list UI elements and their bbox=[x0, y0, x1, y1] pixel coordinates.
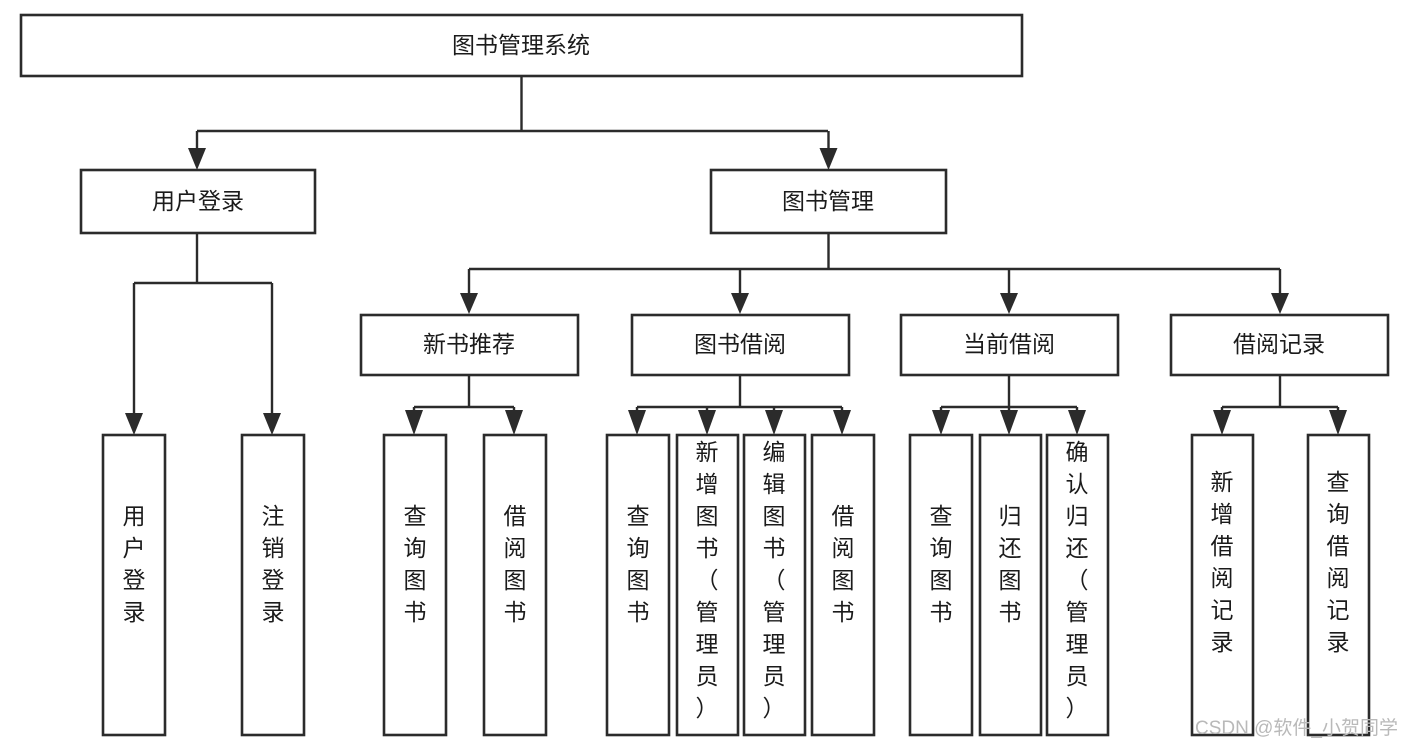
arrow-head-book-borrow bbox=[731, 293, 749, 314]
node-leaf-add-book-box[interactable] bbox=[675, 433, 740, 737]
node-leaf-borrow-book-1-box[interactable] bbox=[482, 433, 548, 737]
arrow-head-user-login bbox=[188, 148, 206, 170]
node-book-management[interactable]: 图书管理 bbox=[709, 168, 948, 235]
node-leaf-confirm-return[interactable]: 确认归还（管理员） bbox=[1045, 433, 1110, 737]
node-leaf-query-record-label: 查询借阅记录 bbox=[1327, 469, 1350, 655]
node-leaf-query-book-3-label: 查询图书 bbox=[930, 503, 953, 625]
node-leaf-edit-book-label: 编辑图书（管理员） bbox=[763, 439, 786, 721]
arrow-head-new-book-recommend bbox=[460, 293, 478, 314]
arrow-head-current-borrow bbox=[1000, 293, 1018, 314]
node-leaf-query-book-2-label: 查询图书 bbox=[627, 503, 650, 625]
node-leaf-query-book-3[interactable]: 查询图书 bbox=[908, 433, 974, 737]
node-borrow-record-box[interactable] bbox=[1169, 313, 1390, 377]
arrow-head-leaf-query-record bbox=[1329, 410, 1347, 435]
node-book-borrow[interactable]: 图书借阅 bbox=[630, 313, 851, 377]
node-root-label: 图书管理系统 bbox=[452, 32, 590, 58]
arrow-head-leaf-user-login bbox=[125, 413, 143, 435]
node-leaf-query-book-1-box[interactable] bbox=[382, 433, 448, 737]
node-new-book-recommend[interactable]: 新书推荐 bbox=[359, 313, 580, 377]
node-book-borrow-box[interactable] bbox=[630, 313, 851, 377]
node-leaf-query-book-3-box[interactable] bbox=[908, 433, 974, 737]
node-leaf-edit-book-box[interactable] bbox=[742, 433, 807, 737]
arrow-head-leaf-query-book-1 bbox=[405, 410, 423, 435]
node-book-management-label: 图书管理 bbox=[782, 188, 874, 214]
node-leaf-borrow-book-1-label: 借阅图书 bbox=[504, 503, 527, 625]
node-new-book-recommend-box[interactable] bbox=[359, 313, 580, 377]
node-leaf-add-record-box[interactable] bbox=[1190, 433, 1255, 737]
node-leaf-user-login-box[interactable] bbox=[101, 433, 167, 737]
node-root-box[interactable] bbox=[19, 13, 1024, 78]
arrow-head-leaf-query-book-3 bbox=[932, 410, 950, 435]
node-leaf-user-login[interactable]: 用户登录 bbox=[101, 433, 167, 737]
node-leaf-confirm-return-box[interactable] bbox=[1045, 433, 1110, 737]
arrow-head-leaf-confirm-return bbox=[1068, 410, 1086, 435]
node-leaf-return-book-label: 归还图书 bbox=[999, 503, 1022, 625]
node-leaf-borrow-book-2-label: 借阅图书 bbox=[832, 503, 855, 625]
arrow-head-leaf-edit-book bbox=[765, 410, 783, 435]
node-current-borrow-label: 当前借阅 bbox=[963, 331, 1055, 357]
arrow-head-leaf-borrow-book-2 bbox=[833, 410, 851, 435]
node-leaf-query-record-box[interactable] bbox=[1306, 433, 1371, 737]
node-root[interactable]: 图书管理系统 bbox=[19, 13, 1024, 78]
node-leaf-query-book-1[interactable]: 查询图书 bbox=[382, 433, 448, 737]
node-leaf-query-book-2-box[interactable] bbox=[605, 433, 671, 737]
arrow-head-leaf-add-record bbox=[1213, 410, 1231, 435]
node-leaf-add-book[interactable]: 新增图书（管理员） bbox=[675, 433, 740, 737]
node-leaf-borrow-book-2-box[interactable] bbox=[810, 433, 876, 737]
node-leaf-query-book-2[interactable]: 查询图书 bbox=[605, 433, 671, 737]
node-book-management-box[interactable] bbox=[709, 168, 948, 235]
node-user-login-label: 用户登录 bbox=[152, 188, 244, 214]
node-book-borrow-label: 图书借阅 bbox=[694, 331, 786, 357]
node-new-book-recommend-label: 新书推荐 bbox=[423, 331, 515, 357]
arrow-head-leaf-return-book bbox=[1000, 410, 1018, 435]
arrow-head-leaf-add-book bbox=[698, 410, 716, 435]
node-leaf-return-book[interactable]: 归还图书 bbox=[978, 433, 1043, 737]
connector-layer bbox=[125, 76, 1347, 435]
node-borrow-record-label: 借阅记录 bbox=[1233, 331, 1325, 357]
node-leaf-edit-book[interactable]: 编辑图书（管理员） bbox=[742, 433, 807, 737]
node-leaf-query-record[interactable]: 查询借阅记录 bbox=[1306, 433, 1371, 737]
node-leaf-confirm-return-label: 确认归还（管理员） bbox=[1066, 439, 1089, 721]
node-leaf-add-record[interactable]: 新增借阅记录 bbox=[1190, 433, 1255, 737]
arrow-head-leaf-query-book-2 bbox=[628, 410, 646, 435]
arrow-head-book-management bbox=[819, 148, 838, 170]
node-user-login-box[interactable] bbox=[79, 168, 317, 235]
node-borrow-record[interactable]: 借阅记录 bbox=[1169, 313, 1390, 377]
arrow-head-borrow-record bbox=[1271, 293, 1289, 314]
node-leaf-add-book-label: 新增图书（管理员） bbox=[696, 439, 719, 721]
watermark-label: CSDN @软件_小贺同学 bbox=[1195, 717, 1398, 739]
node-leaf-logout-login-box[interactable] bbox=[240, 433, 306, 737]
node-leaf-query-book-1-label: 查询图书 bbox=[404, 503, 427, 625]
node-leaf-logout-login[interactable]: 注销登录 bbox=[240, 433, 306, 737]
node-user-login[interactable]: 用户登录 bbox=[79, 168, 317, 235]
node-current-borrow-box[interactable] bbox=[899, 313, 1120, 377]
arrow-head-leaf-logout-login bbox=[263, 413, 281, 435]
node-current-borrow[interactable]: 当前借阅 bbox=[899, 313, 1120, 377]
node-leaf-logout-login-label: 注销登录 bbox=[262, 503, 285, 625]
node-leaf-add-record-label: 新增借阅记录 bbox=[1211, 469, 1234, 655]
node-leaf-borrow-book-1[interactable]: 借阅图书 bbox=[482, 433, 548, 737]
node-leaf-user-login-label: 用户登录 bbox=[123, 503, 146, 625]
node-leaf-borrow-book-2[interactable]: 借阅图书 bbox=[810, 433, 876, 737]
arrow-head-leaf-borrow-book-1 bbox=[505, 410, 523, 435]
node-leaf-return-book-box[interactable] bbox=[978, 433, 1043, 737]
